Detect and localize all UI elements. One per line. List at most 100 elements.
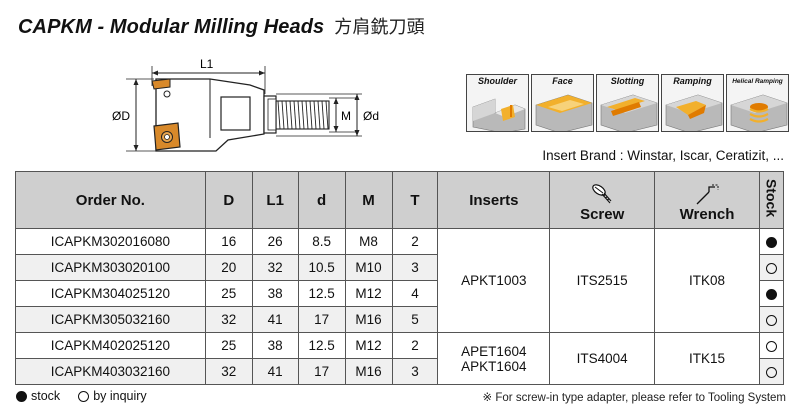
header-d-small: d (297, 171, 346, 229)
cell-stock (758, 358, 785, 385)
body-flat (220, 96, 251, 131)
header-stock-label: Stock (763, 178, 780, 218)
stock-dot (765, 236, 777, 248)
operation-icons: Shoulder Face Slotting Ramping (466, 74, 789, 132)
l1-label: L1 (200, 57, 214, 71)
cell-l1: 26 (251, 228, 299, 255)
insert-line: APKT1604 (461, 358, 527, 374)
cell-stock (758, 332, 785, 359)
cell-wrench-group-1: ITK08 (654, 228, 760, 333)
cell-stock (758, 280, 785, 307)
cell-d-big: 25 (204, 332, 253, 359)
op-slotting: Slotting (596, 74, 659, 132)
cell-m: M16 (344, 358, 393, 385)
cell-d-small: 10.5 (297, 254, 346, 281)
ramping-icon (665, 94, 723, 131)
header-t: T (391, 171, 439, 229)
table-row: ICAPKM402025120 25 38 12.5 M12 2 APET160… (15, 332, 785, 385)
cell-d-big: 20 (204, 254, 253, 281)
op-face: Face (531, 74, 594, 132)
cell-d-big: 16 (204, 228, 253, 255)
l1-arrow-left (152, 70, 158, 76)
m-arrow-bottom (333, 126, 339, 132)
legend-inquiry-dot (78, 390, 90, 402)
cell-wrench-group-2: ITK15 (654, 332, 760, 385)
op-label: Ramping (673, 76, 712, 86)
cell-order-no: ICAPKM402025120 (15, 332, 206, 359)
header-inserts: Inserts (437, 171, 551, 229)
thread-ridge (297, 100, 301, 130)
cell-order-no: ICAPKM304025120 (15, 280, 206, 307)
stock-dot (765, 340, 777, 352)
helical-ramping-icon (730, 94, 788, 131)
d-label: Ød (363, 109, 379, 123)
insert-screw-inner (164, 134, 170, 140)
table-row: ICAPKM304025120 25 38 12.5 M12 4 (15, 280, 785, 307)
m-arrow-top (333, 98, 339, 104)
cell-screw-group-1: ITS2515 (549, 228, 656, 333)
cell-t: 5 (391, 306, 439, 333)
cell-l1: 38 (251, 280, 299, 307)
op-ramping: Ramping (661, 74, 724, 132)
op-label: Slotting (610, 76, 645, 86)
specification-table: Order No. D L1 d M T Inserts Screw (15, 171, 785, 385)
wrench-icon (696, 184, 719, 205)
thread-outline (275, 100, 330, 130)
cell-d-small: 8.5 (297, 228, 346, 255)
legend-stock-label: stock (31, 389, 61, 403)
cell-l1: 32 (251, 254, 299, 281)
stock-dot (765, 262, 777, 274)
title-cjk: 方肩銑刀頭 (334, 17, 425, 38)
cell-order-no: ICAPKM302016080 (15, 228, 206, 255)
op-shoulder: Shoulder (466, 74, 529, 132)
legend-stock-dot (16, 390, 27, 402)
cell-t: 4 (391, 280, 439, 307)
header-wrench-label: Wrench (679, 206, 735, 223)
op-label: Face (552, 76, 573, 86)
cell-t: 2 (391, 332, 439, 359)
thread-ridge (289, 100, 293, 130)
cell-screw-group-2: ITS4004 (549, 332, 656, 385)
cell-m: M16 (344, 306, 393, 333)
header-l1: L1 (251, 171, 299, 229)
cell-order-no: ICAPKM305032160 (15, 306, 206, 333)
header-wrench: Wrench (654, 171, 760, 229)
cell-d-big: 32 (204, 358, 253, 385)
insert-brand-note: Insert Brand : Winstar, Iscar, Ceratizit… (542, 148, 784, 163)
cell-t: 3 (391, 254, 439, 281)
face-milling-icon (535, 94, 593, 131)
thread-ridge (277, 100, 281, 130)
stock-dot (765, 288, 777, 300)
cell-m: M12 (344, 280, 393, 307)
cell-d-small: 17 (297, 358, 346, 385)
thread-ridge (313, 100, 317, 130)
footnote: ※ For screw-in type adapter, please refe… (482, 392, 786, 404)
l1-arrow-right (259, 70, 265, 76)
thread-ridge (305, 100, 309, 130)
cell-order-no: ICAPKM303020100 (15, 254, 206, 281)
table-row: ICAPKM305032160 32 41 17 M16 5 (15, 306, 785, 333)
op-label: Helical Ramping (732, 78, 783, 85)
thread-ridge (281, 100, 285, 130)
cell-inserts-group-1: APKT1003 (437, 228, 551, 333)
od-arrow-top (133, 79, 139, 85)
cell-d-small: 12.5 (297, 280, 346, 307)
cell-m: M12 (344, 332, 393, 359)
op-helical-ramping: Helical Ramping (726, 74, 789, 132)
header-order-no: Order No. (15, 171, 206, 229)
thread (277, 100, 329, 130)
thread-ridge (325, 100, 329, 130)
cell-t: 3 (391, 358, 439, 385)
cell-l1: 38 (251, 332, 299, 359)
cell-stock (758, 228, 785, 255)
cell-m: M8 (344, 228, 393, 255)
cell-stock (758, 306, 785, 333)
coolant-hole (163, 90, 171, 98)
od-arrow-bottom (133, 145, 139, 151)
cell-inserts-group-2: APET1604 APKT1604 (437, 332, 551, 385)
cell-d-small: 17 (297, 306, 346, 333)
header-stock: Stock (758, 171, 785, 229)
thread-ridge (309, 100, 313, 130)
od-label: ØD (112, 109, 130, 123)
